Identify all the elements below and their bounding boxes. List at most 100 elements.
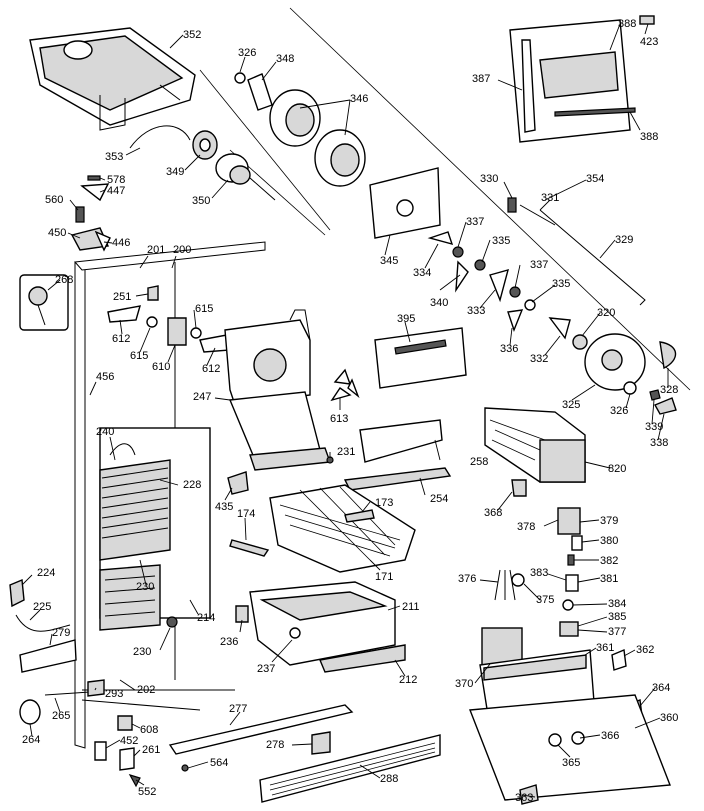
callout-362: 362	[636, 644, 654, 656]
callout-335b: 335	[552, 278, 570, 290]
shelf-parts	[343, 419, 452, 491]
callout-552: 552	[138, 786, 156, 798]
ice-maker	[484, 407, 586, 483]
callout-612a: 612	[112, 333, 130, 345]
callout-370: 370	[455, 678, 473, 690]
callout-236: 236	[220, 636, 238, 648]
callout-261: 261	[142, 744, 160, 756]
gear-train	[427, 231, 588, 350]
callout-350: 350	[192, 195, 210, 207]
callout-340: 340	[430, 297, 448, 309]
hardware-small	[70, 175, 111, 252]
callout-388b: 388	[640, 131, 658, 143]
crisper-pan	[249, 581, 406, 673]
callout-268: 268	[55, 274, 73, 286]
callout-456: 456	[96, 371, 114, 383]
callout-348: 348	[276, 53, 294, 65]
callout-365: 365	[562, 757, 580, 769]
callout-labels: 352 326 348 346 353 349 350 578 447 560 …	[22, 18, 678, 804]
callout-228: 228	[183, 479, 201, 491]
toe-grille	[259, 734, 441, 803]
callout-332: 332	[530, 353, 548, 365]
callout-320: 320	[597, 307, 615, 319]
callout-336: 336	[500, 343, 518, 355]
callout-384: 384	[608, 598, 626, 610]
callout-326b: 326	[610, 405, 628, 417]
hinge-parts	[94, 715, 141, 788]
callout-174: 174	[237, 508, 255, 520]
callout-820: 820	[608, 463, 626, 475]
callout-375: 375	[536, 594, 554, 606]
callout-264: 264	[22, 734, 40, 746]
air-duct	[224, 309, 331, 471]
callout-378: 378	[517, 521, 535, 533]
callout-564: 564	[210, 757, 228, 769]
callout-200: 200	[173, 244, 191, 256]
callout-201: 201	[147, 244, 165, 256]
callout-288: 288	[380, 773, 398, 785]
callout-360: 360	[660, 712, 678, 724]
callout-279: 279	[52, 627, 70, 639]
callout-610: 610	[152, 361, 170, 373]
control-board	[374, 327, 467, 389]
clip-435	[227, 471, 249, 495]
callout-254: 254	[430, 493, 448, 505]
base-rail	[168, 704, 354, 772]
callout-353: 353	[105, 151, 123, 163]
callout-376: 376	[458, 573, 476, 585]
callout-560: 560	[45, 194, 63, 206]
callout-278: 278	[266, 739, 284, 751]
callout-446: 446	[112, 237, 130, 249]
callout-337a: 337	[466, 216, 484, 228]
callout-435: 435	[215, 501, 233, 513]
damper-parts	[107, 285, 233, 353]
light-socket	[19, 274, 69, 331]
callout-377: 377	[608, 626, 626, 638]
valve-parts	[494, 507, 583, 637]
callout-395: 395	[397, 313, 415, 325]
callout-388a: 388	[618, 18, 636, 30]
callout-329: 329	[615, 234, 633, 246]
callout-615a: 615	[195, 303, 213, 315]
callout-231: 231	[337, 446, 355, 458]
callout-337b: 337	[530, 259, 548, 271]
callout-363: 363	[515, 792, 533, 804]
callout-379: 379	[600, 515, 618, 527]
dispenser-door	[509, 15, 655, 143]
callout-240: 240	[96, 426, 114, 438]
bracket	[247, 73, 273, 111]
callout-334: 334	[413, 267, 431, 279]
parts-artwork	[9, 7, 691, 805]
callout-277: 277	[229, 703, 247, 715]
callout-325: 325	[562, 399, 580, 411]
callout-211: 211	[402, 601, 420, 613]
drain-parts	[9, 578, 77, 673]
callout-613: 613	[330, 413, 348, 425]
callout-383: 383	[530, 567, 548, 579]
callout-612b: 612	[202, 363, 220, 375]
bracket-368	[511, 479, 527, 497]
callout-251: 251	[113, 291, 131, 303]
callout-258: 258	[470, 456, 488, 468]
machine-compartment	[469, 627, 671, 805]
callout-423: 423	[640, 36, 658, 48]
callout-333: 333	[467, 305, 485, 317]
callout-364: 364	[652, 682, 670, 694]
callout-385: 385	[608, 611, 626, 623]
callout-346: 346	[350, 93, 368, 105]
callout-345: 345	[380, 255, 398, 267]
callout-452: 452	[120, 735, 138, 747]
crusher-cups	[269, 89, 366, 187]
callout-578: 578	[107, 174, 125, 186]
washer	[234, 72, 246, 84]
bucket-bail	[129, 125, 191, 149]
evaporator	[99, 427, 211, 631]
callout-293: 293	[105, 688, 123, 700]
callout-237: 237	[257, 663, 275, 675]
callout-366: 366	[601, 730, 619, 742]
callout-330: 330	[480, 173, 498, 185]
callout-171: 171	[375, 571, 393, 583]
callout-608: 608	[140, 724, 158, 736]
callout-339: 339	[645, 421, 663, 433]
